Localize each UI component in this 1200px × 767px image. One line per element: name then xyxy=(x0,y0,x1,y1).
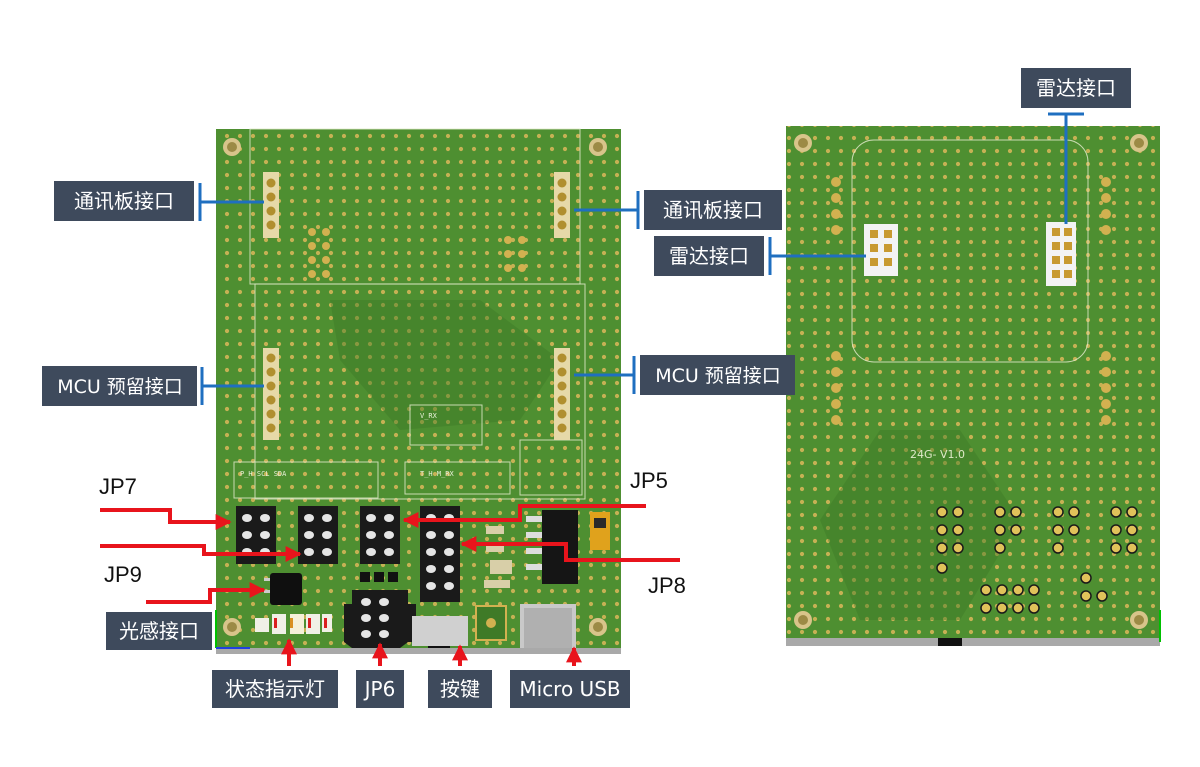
label-usb: Micro USB xyxy=(519,677,620,701)
radar-header-top xyxy=(1046,222,1076,286)
status-led-row xyxy=(255,614,332,634)
label-radar-top: 雷达接口 xyxy=(1036,76,1116,100)
callout-radar-mid: 雷达接口 xyxy=(654,236,866,276)
arrow-usb: Micro USB xyxy=(510,646,630,708)
label-button: 按键 xyxy=(440,677,480,701)
silk-text: P_H SCL SDA xyxy=(240,470,287,478)
label-jp7: JP7 xyxy=(99,474,137,499)
mounting-hole xyxy=(223,138,241,156)
mounting-hole xyxy=(1130,611,1148,629)
mounting-hole xyxy=(589,618,607,636)
label-mcu-right: MCU 预留接口 xyxy=(655,365,781,387)
arrow-jp5: JP5 xyxy=(402,468,668,528)
arrow-jp9: JP9 xyxy=(100,544,302,587)
back-board: 24G- V1.0 xyxy=(786,126,1161,646)
label-jp9: JP9 xyxy=(104,562,142,587)
label-radar-mid: 雷达接口 xyxy=(669,244,749,268)
mounting-hole xyxy=(794,134,812,152)
callout-mcu-right: MCU 预留接口 xyxy=(574,355,795,395)
front-board: V_RX P_H SCL SDA T_H M_RX xyxy=(215,128,621,654)
board-version-silk: 24G- V1.0 xyxy=(910,448,965,461)
jp9-jumper-block xyxy=(298,506,338,564)
arrow-jp8: JP8 xyxy=(460,536,686,598)
label-comm-right: 通讯板接口 xyxy=(663,198,763,222)
label-status: 状态指示灯 xyxy=(225,677,325,701)
light-sensor-chip xyxy=(264,573,302,605)
mounting-hole xyxy=(223,618,241,636)
mounting-hole xyxy=(1130,134,1148,152)
arrow-jp6: JP6 xyxy=(356,642,404,708)
capacitor xyxy=(590,512,610,550)
mcu-header-left xyxy=(263,348,279,440)
label-light: 光感接口 xyxy=(119,619,199,643)
jp6-jumper-block xyxy=(344,572,416,648)
smd-parts xyxy=(484,526,512,588)
arrow-light: 光感接口 xyxy=(106,582,266,650)
label-jp6: JP6 xyxy=(363,677,396,701)
ic-chip xyxy=(526,510,578,584)
comm-header-right xyxy=(554,172,570,238)
pad-grid xyxy=(936,506,1138,614)
label-jp8: JP8 xyxy=(648,573,686,598)
callout-mcu-left: MCU 预留接口 xyxy=(42,366,264,406)
silk-text: T_H M_RX xyxy=(420,470,455,478)
radar-header-mid xyxy=(864,224,898,276)
mounting-hole xyxy=(794,611,812,629)
pad-column xyxy=(831,177,1111,425)
micro-usb-port xyxy=(520,604,576,652)
jp5-jumper-block xyxy=(360,506,400,564)
arrow-status: 状态指示灯 xyxy=(212,638,338,708)
comm-header-left xyxy=(263,172,279,238)
silk-text: V_RX xyxy=(420,412,438,420)
callout-comm-left: 通讯板接口 xyxy=(54,181,264,221)
pad-cluster xyxy=(308,228,526,278)
label-jp5: JP5 xyxy=(630,468,668,493)
label-mcu-left: MCU 预留接口 xyxy=(57,376,183,398)
smd-pad xyxy=(475,605,507,641)
callout-radar-top: 雷达接口 xyxy=(1021,68,1131,224)
callout-comm-right: 通讯板接口 xyxy=(574,190,782,230)
mounting-hole xyxy=(589,138,607,156)
arrow-button: 按键 xyxy=(428,644,492,708)
mcu-header-right xyxy=(554,348,570,440)
arrow-jp7: JP7 xyxy=(99,474,232,530)
label-comm-left: 通讯板接口 xyxy=(74,189,174,213)
